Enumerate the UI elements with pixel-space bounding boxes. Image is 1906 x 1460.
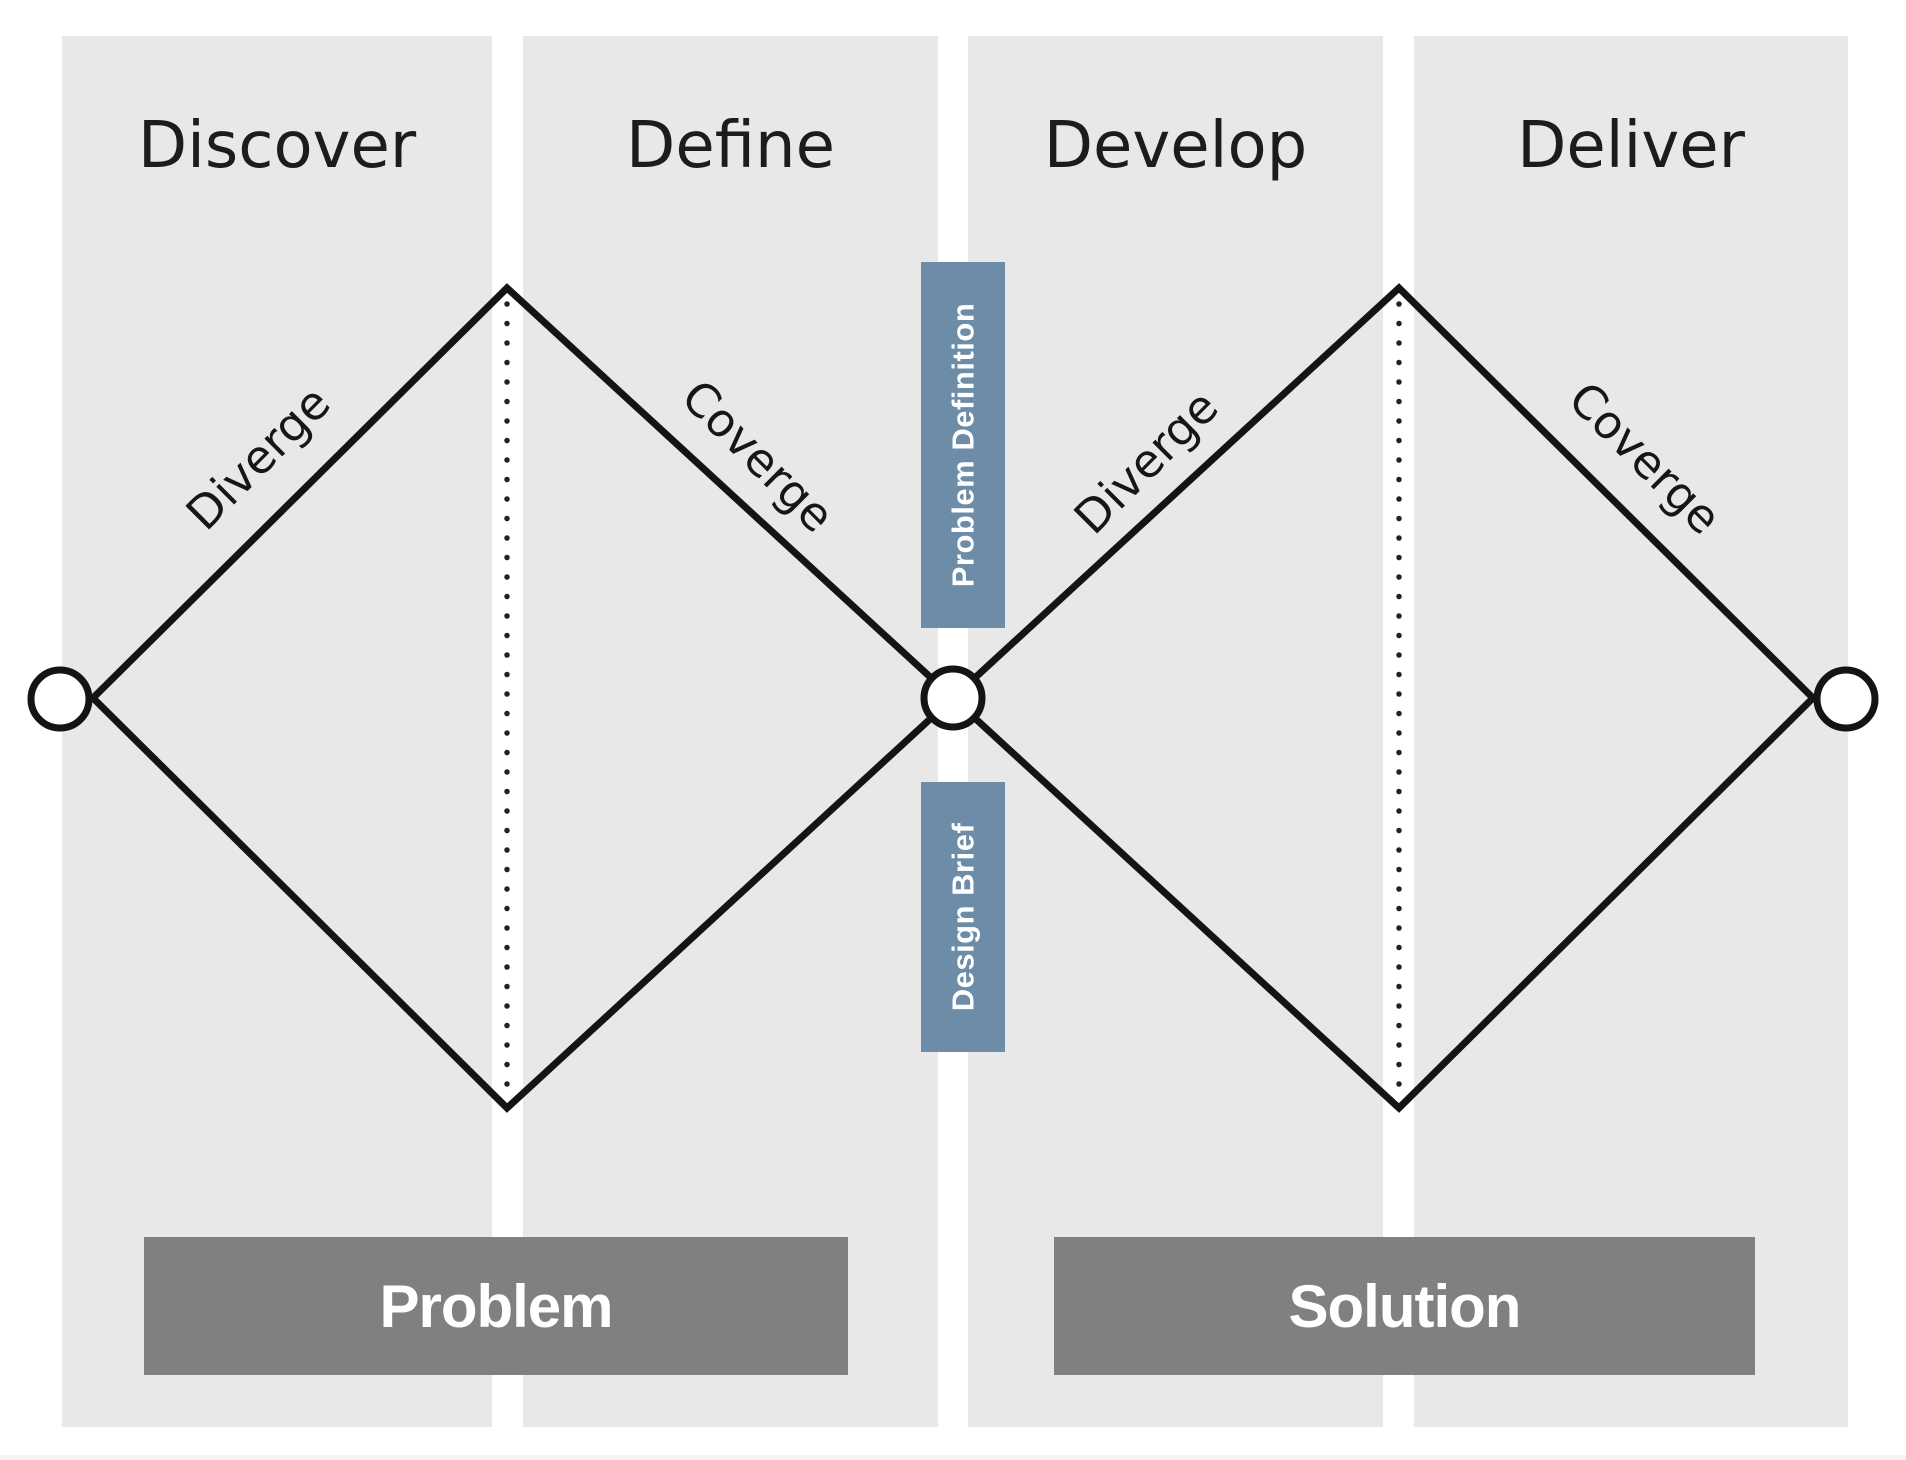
column-header-deliver: Deliver (1517, 109, 1745, 183)
milestone-design-brief: Design Brief (921, 782, 1005, 1052)
stage-bar-problem-label: Problem (379, 1272, 613, 1340)
stage-bar-problem: Problem (144, 1237, 848, 1375)
midpoint-node-circle (920, 665, 986, 731)
milestone-problem-definition: Problem Definition (921, 262, 1005, 628)
image-bottom-edge (0, 1455, 1906, 1460)
milestone-problem-definition-label: Problem Definition (945, 302, 981, 588)
column-develop: Develop (968, 36, 1383, 1427)
stage-bar-solution: Solution (1054, 1237, 1755, 1375)
diamond1-outline (88, 283, 959, 1113)
column-discover: Discover (62, 36, 492, 1427)
column-define: Define (523, 36, 938, 1427)
column-header-develop: Develop (1043, 109, 1308, 183)
milestone-design-brief-label: Design Brief (945, 822, 981, 1012)
column-header-discover: Discover (137, 109, 417, 183)
column-header-define: Define (626, 109, 835, 183)
start-node-circle (27, 666, 93, 732)
diamond2-outline (947, 283, 1818, 1113)
stage-bar-solution-label: Solution (1288, 1272, 1522, 1340)
end-node-circle (1813, 666, 1879, 732)
